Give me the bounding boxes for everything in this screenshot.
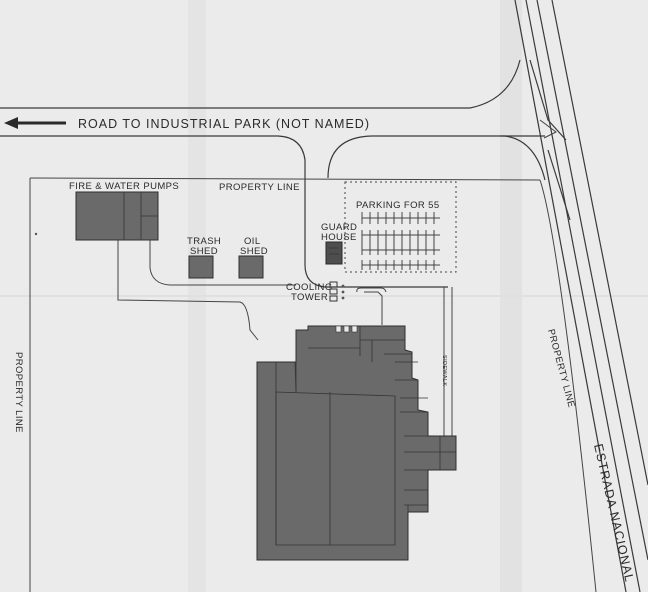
fire-water-pumps (75, 191, 159, 241)
guard-house-label-2: HOUSE (321, 232, 357, 243)
property-line-left-label: PROPERTY LINE (13, 352, 24, 433)
road-arrow-icon (4, 117, 66, 129)
estrada-nacional-highway (514, 0, 648, 592)
oil-shed-label-1: OIL (244, 236, 261, 247)
cooling-tower (329, 281, 345, 302)
trash-shed-label-2: SHED (190, 246, 218, 257)
sidewalk-label: SIDEWALK (441, 355, 447, 386)
trash-shed-label-1: TRASH (187, 236, 221, 247)
property-line-top-label: PROPERTY LINE (219, 182, 300, 193)
property-line (29, 177, 597, 592)
main-building (256, 325, 457, 561)
oil-shed-label-2: SHED (240, 246, 268, 257)
trash-shed (188, 255, 214, 279)
pipe-route (117, 240, 259, 341)
guard-house-label-1: GUARD (321, 222, 357, 233)
parking-lot (344, 181, 457, 273)
guard-house (325, 241, 343, 265)
road-label: ROAD TO INDUSTRIAL PARK (NOT NAMED) (78, 117, 370, 131)
industrial-park-road (0, 59, 546, 288)
survey-marker (34, 232, 38, 236)
parking-label: PARKING FOR 55 (356, 200, 440, 211)
pumps-label: FIRE & WATER PUMPS (69, 181, 179, 192)
cooling-tower-label-2: TOWER (291, 292, 328, 303)
cooling-tower-label-1: COOLING (286, 282, 333, 293)
oil-shed (238, 255, 264, 279)
sidewalk (443, 287, 453, 440)
